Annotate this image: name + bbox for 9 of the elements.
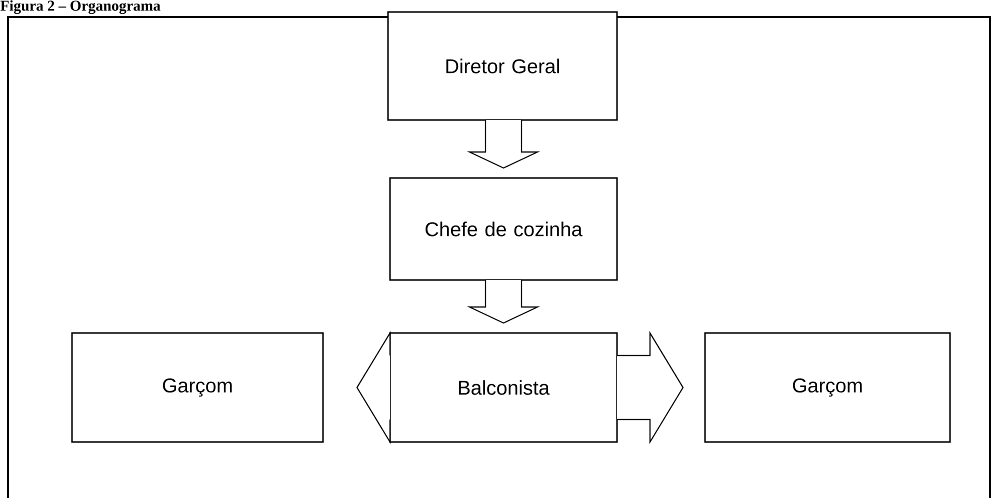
block-arrow xyxy=(466,279,540,324)
block-arrow xyxy=(616,330,684,444)
title: Figura 2 – Organograma xyxy=(0,0,160,14)
org-box: Diretor Geral xyxy=(387,11,618,121)
block-arrow xyxy=(356,330,391,444)
org-box: Garçom xyxy=(704,332,951,443)
org-box: Chefe de cozinha xyxy=(389,177,618,281)
block-arrow xyxy=(466,119,540,169)
org-box: Garçom xyxy=(71,332,324,443)
